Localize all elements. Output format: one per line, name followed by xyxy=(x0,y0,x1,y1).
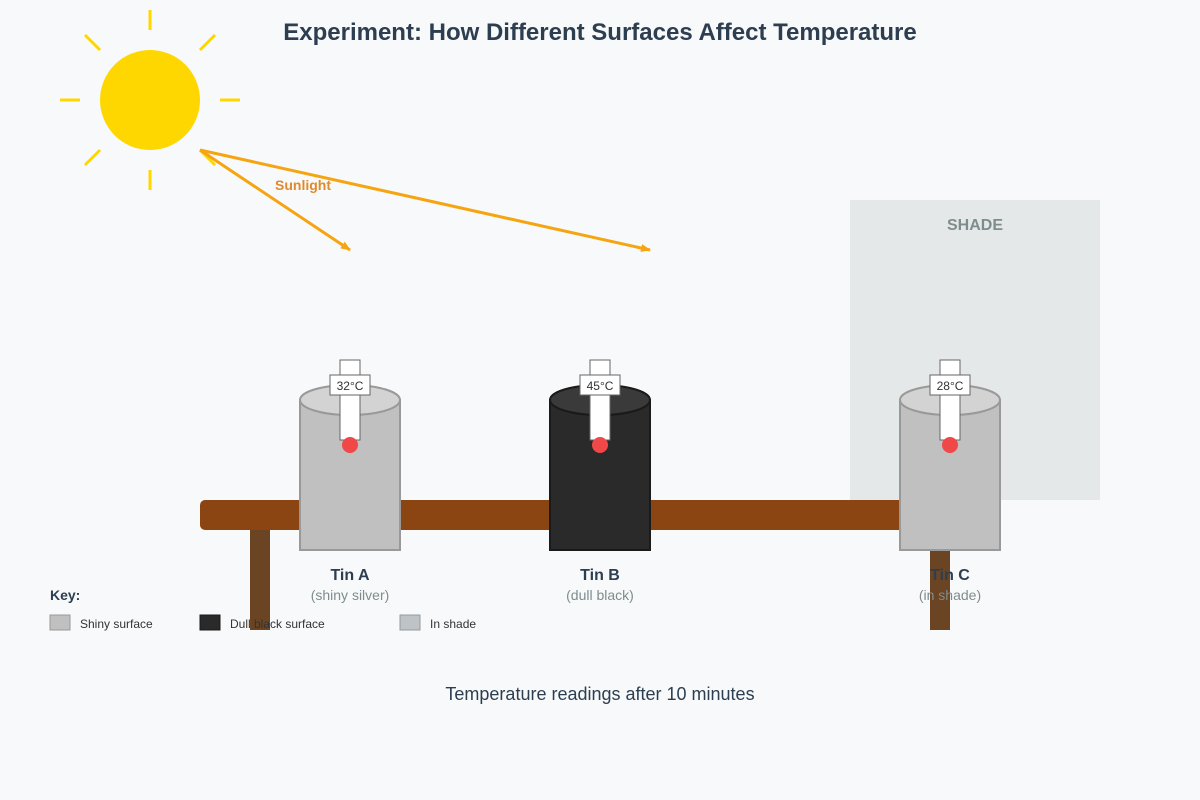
tin-b-temperature: 45°C xyxy=(587,379,614,393)
sunlight-label: Sunlight xyxy=(275,177,331,193)
tin-c: 28°C xyxy=(899,359,1001,551)
table-leg-right xyxy=(930,525,950,630)
tin-b-description: (dull black) xyxy=(566,587,634,603)
tin-c-temperature: 28°C xyxy=(937,379,964,393)
tin-a-name: Tin A xyxy=(330,567,370,584)
key-swatch-black xyxy=(199,614,221,631)
sun-icon xyxy=(60,10,240,190)
sunlight-arrow-to-tin-a xyxy=(199,148,351,252)
key-title: Key: xyxy=(50,587,80,603)
caption: Temperature readings after 10 minutes xyxy=(445,684,754,704)
tin-b: 45°C xyxy=(549,359,651,551)
key-label-black: Dull black surface xyxy=(230,617,325,631)
key-swatch-shiny xyxy=(49,614,71,631)
diagram-title: Experiment: How Different Surfaces Affec… xyxy=(283,19,916,46)
sunlight-arrow-to-tin-b xyxy=(199,148,651,252)
thermometer-c: 28°C xyxy=(929,359,971,453)
thermometer-a: 32°C xyxy=(329,359,371,453)
table-leg-left xyxy=(250,525,270,630)
key-label-shade: In shade xyxy=(430,617,476,631)
tin-a-description: (shiny silver) xyxy=(311,587,390,603)
tin-c-name: Tin C xyxy=(930,567,970,584)
key-legend: Key: Shiny surface Dull black surface In… xyxy=(49,587,476,631)
tin-b-name: Tin B xyxy=(580,567,620,584)
thermometer-b: 45°C xyxy=(579,359,621,453)
shade-label: SHADE xyxy=(947,217,1003,234)
sunlight-arrows xyxy=(199,148,651,252)
key-label-shiny: Shiny surface xyxy=(80,617,153,631)
tin-a: 32°C xyxy=(299,359,401,551)
tin-c-description: (in shade) xyxy=(919,587,981,603)
tin-a-temperature: 32°C xyxy=(337,379,364,393)
key-swatch-shade xyxy=(399,614,421,631)
